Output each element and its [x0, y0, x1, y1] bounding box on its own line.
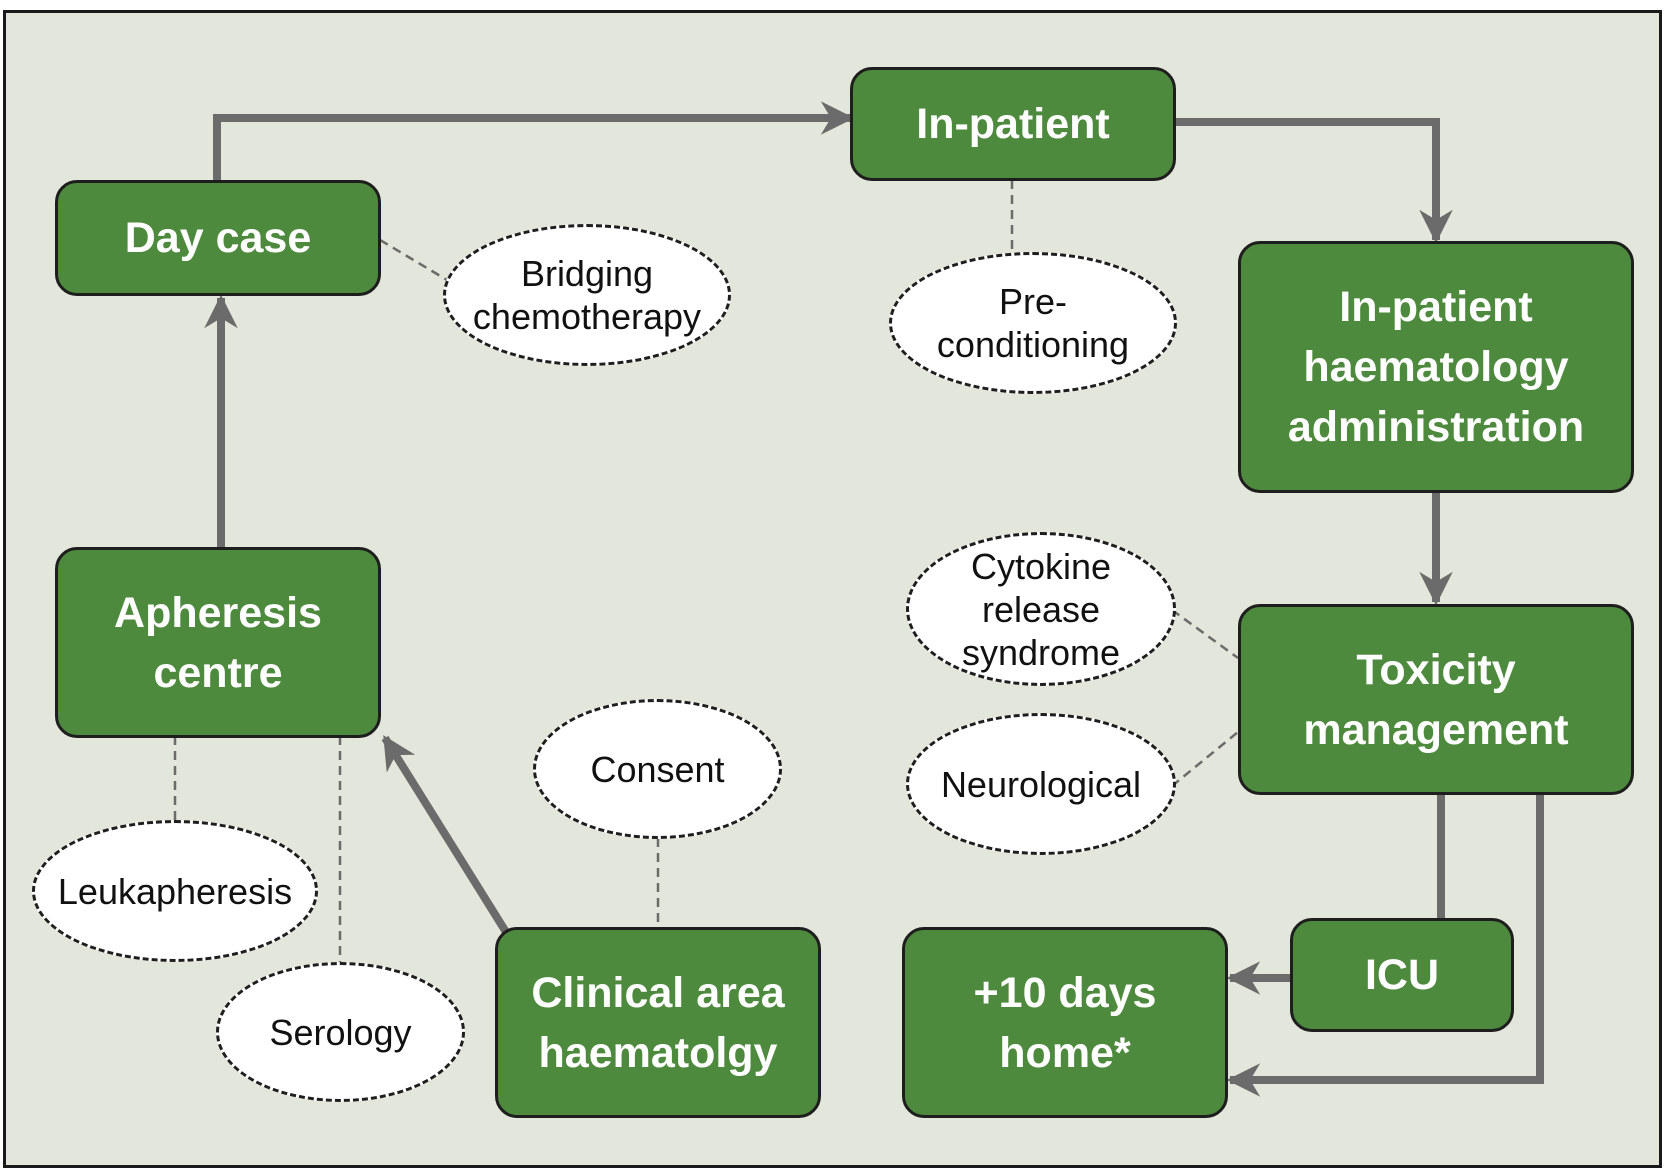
note-serology: Serology [216, 962, 465, 1102]
node-apheresis-centre: Apheresis centre [55, 547, 381, 738]
note-cytokine-release-syndrome: Cytokine release syndrome [906, 532, 1176, 686]
link-cytokine-toxicity [1171, 608, 1239, 660]
note-bridging-line-2: chemotherapy [472, 296, 702, 337]
note-serology-label: Serology [269, 1011, 412, 1053]
arrow-inpatient-to-admin [1176, 118, 1453, 244]
node-clinical-area: Clinical area haematolgy [495, 927, 821, 1118]
node-icu-label: ICU [1364, 951, 1440, 999]
node-apheresis-line-1: Apheresis [114, 588, 322, 637]
note-bridging-line-1: Bridging [520, 253, 654, 294]
node-toxicity-line-1: Toxicity [1356, 645, 1516, 694]
note-preconditioning: Pre- conditioning [889, 252, 1177, 394]
node-home-line-1: +10 days [973, 968, 1157, 1017]
node-clinical-line-1: Clinical area [531, 968, 785, 1017]
node-in-patient-label: In-patient [916, 100, 1110, 148]
node-day-case-label: Day case [124, 214, 312, 262]
node-clinical-line-2: haematolgy [538, 1028, 778, 1077]
node-in-patient: In-patient [850, 67, 1176, 181]
link-daycase-bridging [379, 238, 448, 282]
note-consent: Consent [533, 699, 782, 839]
note-leukapheresis-label: Leukapheresis [57, 870, 293, 912]
note-preconditioning-line-2: conditioning [936, 324, 1130, 365]
node-icu: ICU [1290, 918, 1514, 1032]
node-home-line-2: home* [999, 1028, 1131, 1077]
arrow-daycase-to-inpatient [213, 101, 855, 180]
note-neurological: Neurological [906, 713, 1176, 855]
note-bridging-chemotherapy: Bridging chemotherapy [443, 224, 731, 366]
note-cytokine-line-1: Cytokine [970, 545, 1112, 587]
node-apheresis-line-2: centre [153, 648, 283, 697]
note-cytokine-line-3: syndrome [961, 631, 1121, 673]
node-inpatient-haematology-administration: In-patient haematology administration [1238, 241, 1634, 493]
link-neurological-toxicity [1171, 731, 1239, 787]
node-admin-line-3: administration [1287, 403, 1585, 451]
node-admin-line-2: haematology [1303, 343, 1569, 391]
note-neurological-label: Neurological [940, 763, 1142, 805]
arrow-toxicity-to-home [1226, 794, 1544, 1097]
note-preconditioning-line-1: Pre- [998, 281, 1067, 322]
note-leukapheresis: Leukapheresis [32, 820, 318, 962]
node-day-case: Day case [55, 180, 381, 296]
node-home: +10 days home* [902, 927, 1228, 1118]
node-toxicity-line-2: management [1303, 705, 1569, 754]
arrow-clinical-to-apheresis [381, 735, 510, 935]
note-consent-label: Consent [590, 748, 725, 790]
note-cytokine-line-2: release [981, 588, 1101, 630]
node-admin-line-1: In-patient [1339, 283, 1533, 331]
node-toxicity-management: Toxicity management [1238, 604, 1634, 795]
